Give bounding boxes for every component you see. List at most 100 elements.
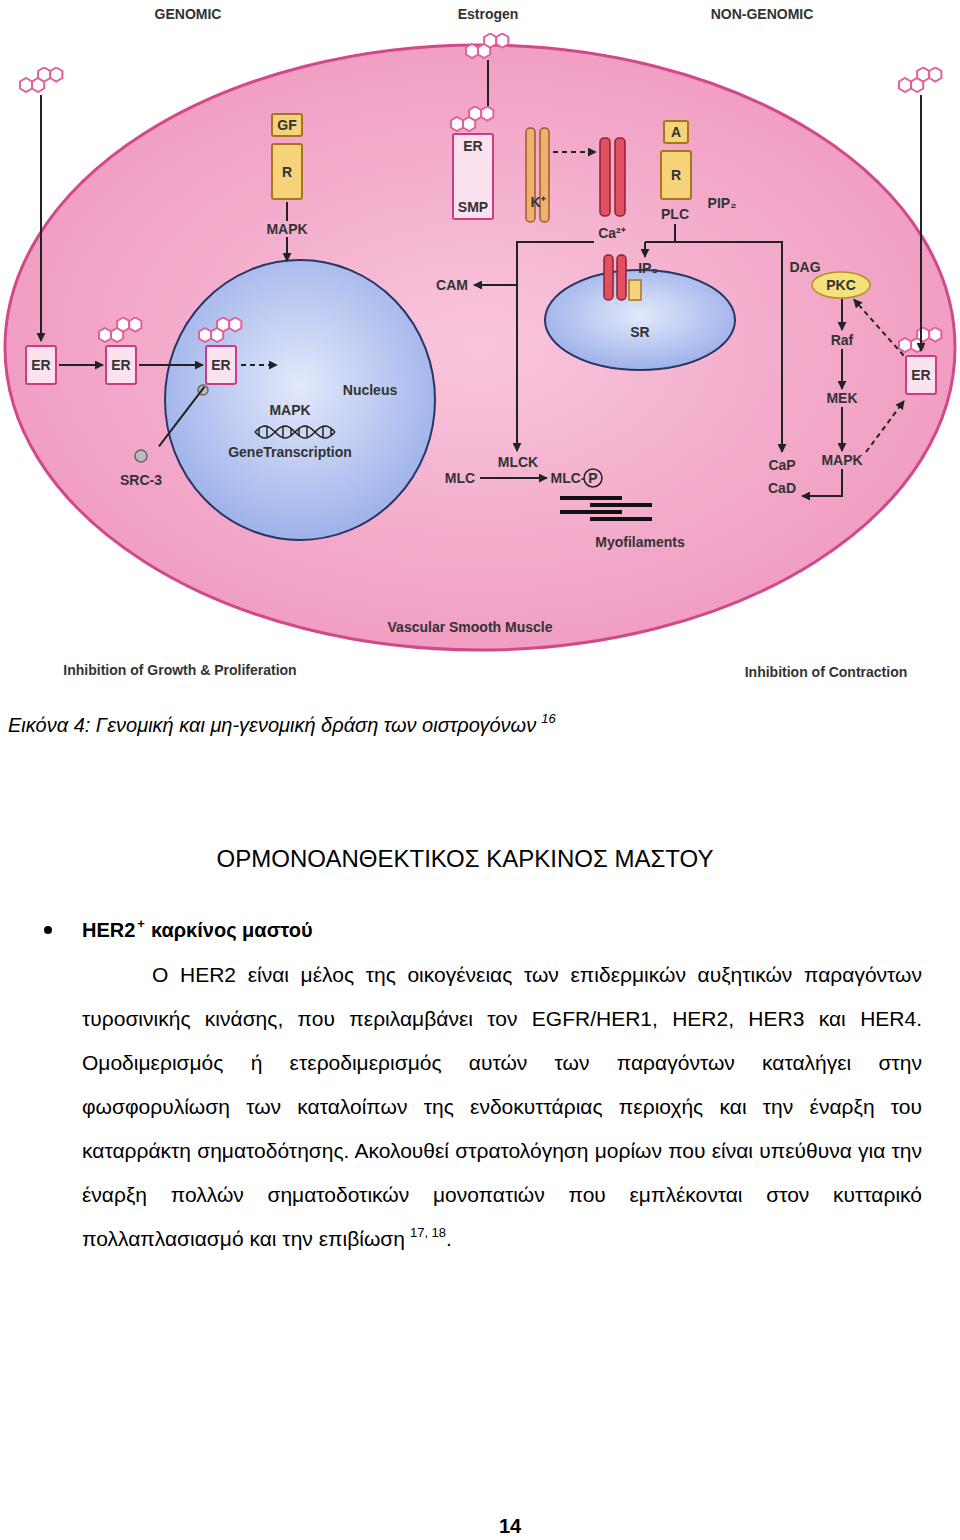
ion-label: K⁺ bbox=[530, 192, 545, 211]
node-text: ER bbox=[31, 357, 50, 373]
node-text: ER bbox=[911, 367, 930, 383]
node-text: R bbox=[282, 164, 292, 180]
molecule-label: DAG bbox=[789, 259, 820, 275]
cascade-arrow bbox=[802, 469, 842, 496]
translocation-arrow bbox=[139, 364, 203, 366]
kinase-label: Raf bbox=[831, 332, 854, 348]
protein-label: MLC- bbox=[551, 470, 586, 486]
coactivator-dot: SRC-3 bbox=[115, 448, 167, 492]
kinase-label: MLCK bbox=[498, 454, 538, 470]
dna-helix bbox=[255, 426, 335, 438]
reference-number: 16 bbox=[541, 711, 555, 726]
receptor-box: ER bbox=[25, 345, 57, 385]
cell-membrane: Vascular Smooth MuscleNucleusMAPKGeneTra… bbox=[5, 45, 955, 650]
node-text: SR bbox=[630, 324, 649, 340]
node-text: A bbox=[671, 124, 681, 140]
bullet bbox=[42, 924, 54, 936]
node-text: R bbox=[671, 167, 681, 183]
myofilaments bbox=[560, 496, 652, 521]
binding-arrow bbox=[40, 95, 42, 341]
figure-caption: Εικόνα 4: Γενομική και μη-γενομική δράση… bbox=[8, 714, 556, 737]
section-label: NON-GENOMIC bbox=[711, 6, 814, 22]
node-text: MAPK bbox=[269, 402, 310, 418]
molecule-label: PIP₂ bbox=[708, 195, 737, 211]
receptor-box: ER SMP bbox=[452, 133, 494, 220]
ca-channel bbox=[615, 138, 625, 216]
estrogen-molecule bbox=[199, 318, 241, 343]
receptor-box: ER bbox=[205, 345, 237, 385]
outcome-label: Inhibition of Growth & Proliferation bbox=[63, 662, 296, 678]
calcium-arrow bbox=[517, 242, 594, 451]
node-text: GF bbox=[277, 117, 296, 133]
phosphate-label: P bbox=[588, 470, 597, 486]
enzyme-label: PLC bbox=[661, 206, 689, 222]
bullet-heading: HER2+ καρκίνος μαστού bbox=[82, 918, 313, 945]
estrogen-molecule bbox=[451, 107, 493, 132]
coactivator-line bbox=[159, 387, 205, 447]
estrogen-molecule bbox=[466, 34, 508, 59]
hormone-label: Estrogen bbox=[458, 6, 519, 22]
protein-label: CaD bbox=[768, 480, 796, 496]
kinase-ellipse: PKC bbox=[812, 272, 870, 298]
ip3-receptor bbox=[617, 255, 626, 300]
paragraph-text: . bbox=[446, 1227, 452, 1250]
bullet-text: καρκίνος μαστού bbox=[151, 919, 313, 941]
estrogen-molecule bbox=[899, 68, 941, 93]
cascade-arrow bbox=[841, 299, 843, 330]
signal-arrow bbox=[553, 151, 596, 153]
translocation-arrow bbox=[59, 364, 103, 366]
node-text: SRC-3 bbox=[120, 472, 162, 488]
ca-channel bbox=[600, 138, 610, 216]
phosphate-circle bbox=[584, 469, 602, 487]
feedback-arrow bbox=[866, 401, 904, 452]
nucleus-outline bbox=[165, 260, 435, 540]
section-heading: ΟΡΜΟΝΟΑΝΘΕΚΤΙΚΟΣ ΚΑΡΚΙΝΟΣ ΜΑΣΤΟΥ bbox=[0, 845, 930, 873]
ligand-shape: A bbox=[663, 120, 689, 144]
binding-line bbox=[487, 60, 489, 106]
page-number: 14 bbox=[499, 1515, 521, 1537]
node-text: SMP bbox=[458, 199, 488, 215]
reference-number: 17, 18 bbox=[410, 1225, 446, 1240]
page-number: 14 bbox=[470, 1515, 550, 1538]
receptor-box: ER bbox=[105, 345, 137, 385]
protein-label: CAM bbox=[436, 277, 468, 293]
structure-label: Myofilaments bbox=[595, 534, 684, 550]
ip3-receptor bbox=[604, 255, 613, 300]
estrogen-molecule bbox=[99, 318, 141, 343]
heading-text: ΟΡΜΟΝΟΑΝΘΕΚΤΙΚΟΣ ΚΑΡΚΙΝΟΣ ΜΑΣΤΟΥ bbox=[217, 845, 714, 872]
nuclear-arrow bbox=[241, 364, 277, 366]
node-text: PKC bbox=[826, 277, 856, 293]
phosphorylation-arrow bbox=[480, 477, 547, 479]
ligand-shape: GF bbox=[271, 113, 303, 137]
binding-arrow bbox=[920, 95, 922, 351]
outcome-label: Inhibition of Contraction bbox=[745, 664, 908, 680]
plc-line bbox=[674, 224, 676, 242]
receptor-box: ER bbox=[905, 355, 937, 395]
receptor-box: R bbox=[660, 150, 692, 200]
node-text: GeneTranscription bbox=[228, 444, 352, 460]
cascade-arrow bbox=[841, 407, 843, 451]
paragraph-text: Ο HER2 είναι μέλος της οικογένειας των ε… bbox=[82, 963, 922, 1250]
body-paragraph: Ο HER2 είναι μέλος της οικογένειας των ε… bbox=[82, 953, 922, 1264]
node-text: Nucleus bbox=[343, 382, 397, 398]
section-label: GENOMIC bbox=[155, 6, 222, 22]
node-text: Vascular Smooth Muscle bbox=[388, 619, 553, 635]
caption-text: Εικόνα 4: Γενομική και μη-γενομική δράση… bbox=[8, 714, 536, 736]
edge-label: MAPK bbox=[264, 221, 309, 237]
node-text: ER bbox=[463, 138, 482, 154]
node-text: ER bbox=[211, 357, 230, 373]
ion-label: Ca²⁺ bbox=[598, 223, 626, 242]
nucleus: NucleusMAPK GeneTranscription ER bbox=[165, 260, 435, 540]
feedback-arrow bbox=[854, 299, 904, 355]
protein-label: MLC bbox=[445, 470, 475, 486]
receptor-box: R bbox=[271, 143, 303, 200]
superscript-sign: + bbox=[137, 916, 145, 931]
estrogen-molecule bbox=[20, 68, 62, 93]
cascade-arrow bbox=[841, 349, 843, 389]
kinase-label: MEK bbox=[826, 390, 857, 406]
plc-arrow bbox=[644, 242, 646, 257]
node-text: ER bbox=[111, 357, 130, 373]
bullet-text: HER2 bbox=[82, 919, 135, 941]
calcium-arrow bbox=[474, 284, 517, 286]
ip3-block bbox=[629, 280, 641, 300]
